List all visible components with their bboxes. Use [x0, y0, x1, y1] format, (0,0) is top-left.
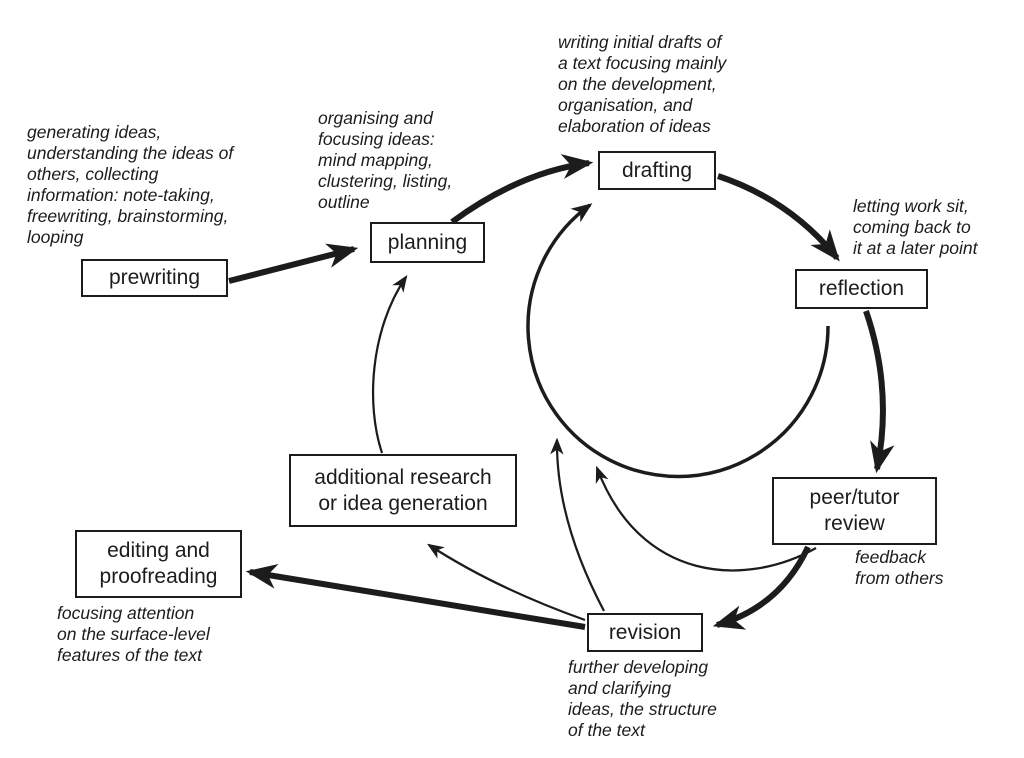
- arrow-planning-to-drafting: [450, 154, 594, 225]
- node-prewriting: prewriting: [81, 259, 228, 297]
- node-drafting: drafting: [598, 151, 716, 190]
- note-prewriting: generating ideas, understanding the idea…: [27, 122, 234, 247]
- arrow-drafting-to-reflection: [717, 173, 840, 262]
- node-editing-proofreading: editing and proofreading: [75, 530, 242, 598]
- note-planning: organising and focusing ideas: mind mapp…: [318, 108, 453, 212]
- note-review-feedback: feedback from others: [855, 547, 944, 588]
- arrow-prewriting-to-planning: [228, 243, 359, 284]
- note-reflection: letting work sit, coming back to it at a…: [853, 196, 978, 258]
- arrow-revision-to-cycle: [550, 437, 605, 612]
- node-peer-tutor-review: peer/tutor review: [772, 477, 937, 545]
- node-reflection: reflection: [795, 269, 928, 309]
- arrow-cycle-loop: [526, 203, 830, 479]
- arrow-research-to-planning: [371, 275, 408, 454]
- arrow-reflection-to-review: [863, 310, 895, 474]
- node-revision: revision: [587, 613, 703, 652]
- arrow-review-to-cycle: [595, 465, 817, 572]
- node-planning: planning: [370, 222, 485, 263]
- arrow-revision-to-editing: [245, 564, 586, 630]
- node-additional-research: additional research or idea generation: [289, 454, 517, 527]
- note-revision: further developing and clarifying ideas,…: [568, 657, 717, 740]
- arrow-review-to-revision: [712, 545, 811, 630]
- note-drafting: writing initial drafts of a text focusin…: [558, 32, 727, 136]
- note-editing: focusing attention on the surface-level …: [57, 603, 210, 665]
- arrow-revision-to-research: [427, 543, 586, 622]
